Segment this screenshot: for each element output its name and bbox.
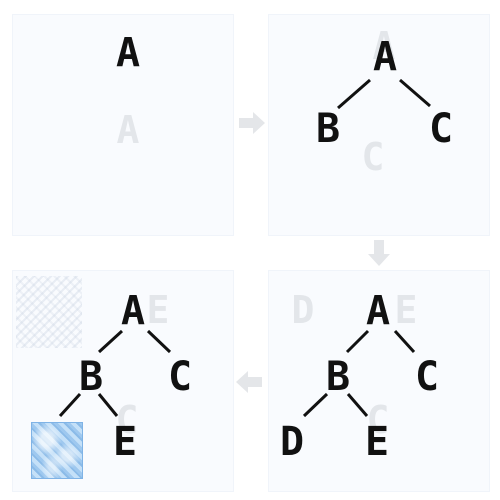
ghost-label: E [146,288,170,332]
tree-node-b: B [78,354,104,400]
tree-node-d: D [279,419,305,465]
tree-node-a: A [365,288,391,334]
tree-node-e: E [364,419,390,465]
arrow-left-icon [236,371,262,393]
tree-node-c: C [428,106,454,152]
tree-node-a: A [372,34,398,80]
ghost-label: A [116,108,140,152]
tree-node-b: B [325,354,351,400]
ghost-label: C [361,135,385,179]
tree-node-b: B [315,106,341,152]
ghost-label: D [291,288,315,332]
tree-node-a: A [115,30,141,76]
arrow-right-icon [239,112,265,134]
tree-node-a: A [120,288,146,334]
ghost-label: C [115,398,139,442]
faint-texture-tile [16,276,82,348]
tree-node-e: E [112,419,138,465]
ghost-label: E [394,288,418,332]
tree-node-c: C [167,354,193,400]
tree-node-c: C [414,354,440,400]
panel-step-2 [268,14,490,236]
ghost-label: C [366,398,390,442]
texture-icon [31,422,83,479]
ghost-label: A [372,24,396,68]
arrow-down-icon [368,240,390,266]
panel-step-3 [268,270,490,492]
panel-step-1 [12,14,234,236]
